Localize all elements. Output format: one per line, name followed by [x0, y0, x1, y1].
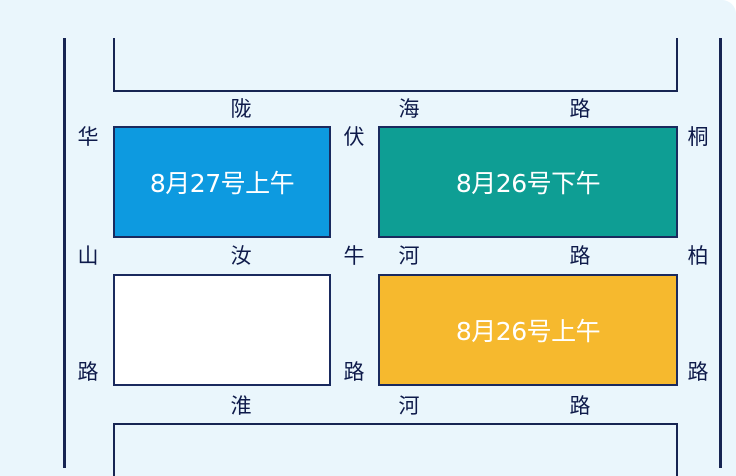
road-label-funiu: 路	[343, 360, 365, 384]
road-label-longhai: 陇	[230, 97, 252, 121]
road-label-huashan: 路	[77, 360, 99, 384]
road-label-huaihe: 河	[398, 394, 420, 418]
top-bracket-right	[676, 38, 678, 92]
road-label-huashan: 华	[77, 125, 99, 149]
road-label-huaihe: 淮	[230, 394, 252, 418]
road-label-ruhe: 路	[569, 244, 591, 268]
road-label-ruhe: 河	[398, 244, 420, 268]
block-empty	[113, 274, 331, 386]
bottom-bracket-left	[113, 423, 115, 476]
road-label-tongbai: 路	[687, 360, 709, 384]
road-label-huaihe: 路	[569, 394, 591, 418]
top-bracket-bottom	[113, 90, 678, 92]
road-label-longhai: 海	[398, 97, 420, 121]
block-label: 8月26号下午	[455, 169, 601, 198]
bottom-bracket-right	[676, 423, 678, 476]
right-boundary-line	[719, 38, 722, 468]
block-aug27-morning: 8月27号上午	[113, 126, 331, 238]
top-bracket-left	[113, 38, 115, 92]
left-boundary-line	[63, 38, 66, 468]
road-label-tongbai: 桐	[687, 125, 709, 149]
block-aug26-morning: 8月26号上午	[378, 274, 678, 386]
road-label-funiu: 伏	[343, 125, 365, 149]
road-label-huashan: 山	[77, 244, 99, 268]
road-label-ruhe: 汝	[230, 244, 252, 268]
bottom-bracket-top	[113, 423, 678, 425]
block-aug26-afternoon: 8月26号下午	[378, 126, 678, 238]
road-label-funiu: 牛	[343, 244, 365, 268]
road-label-longhai: 路	[569, 97, 591, 121]
road-label-tongbai: 柏	[687, 244, 709, 268]
block-label: 8月26号上午	[455, 317, 601, 346]
block-label: 8月27号上午	[149, 169, 295, 198]
